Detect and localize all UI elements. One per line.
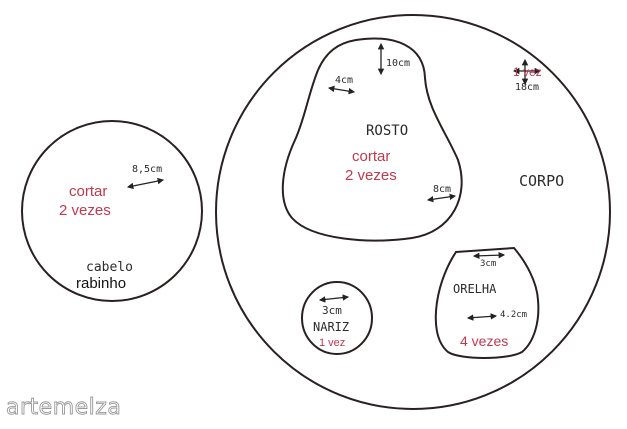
hair-cut-line2: 2 vezes <box>59 202 111 219</box>
hair-measure-arrow <box>126 177 165 190</box>
face-cut-line2: 2 vezes <box>345 167 397 184</box>
body-label: CORPO <box>519 172 564 190</box>
nose-circle-outline <box>301 281 373 355</box>
face-height-label: 10cm <box>386 58 410 69</box>
hair-circle-outline <box>21 120 203 302</box>
face-cut-line1: cortar <box>352 148 390 165</box>
ear-top-arrow <box>472 251 506 260</box>
hair-cut-line1: cortar <box>69 183 107 200</box>
face-label: ROSTO <box>366 123 408 139</box>
face-outline <box>281 37 463 242</box>
nose-cut-count: 1 vez <box>319 337 345 349</box>
body-cut-count: 1 vez <box>513 65 542 79</box>
hair-measure-label: 8,5cm <box>132 164 162 175</box>
hair-name-line2: rabinho <box>76 275 126 292</box>
ear-side-arrow <box>466 313 498 321</box>
face-side-label: 8cm <box>433 184 451 195</box>
body-pattern-piece: CORPO 1 vez 18cm <box>215 14 611 410</box>
nose-measure-label: 3cm <box>322 304 342 317</box>
nose-pattern-piece: 3cm NARIZ 1 vez <box>301 281 373 355</box>
ear-pattern-piece: 3cm ORELHA 4.2cm 4 vezes <box>434 246 540 359</box>
hair-name-line1: cabelo <box>86 260 133 275</box>
body-circle-outline <box>215 14 611 410</box>
face-side-arrow <box>426 193 457 203</box>
face-width-arrow <box>327 85 356 95</box>
nose-measure-arrow <box>318 294 350 303</box>
nose-label: NARIZ <box>313 320 349 334</box>
ear-cut-count: 4 vezes <box>460 333 508 349</box>
ear-top-label: 3cm <box>480 259 496 269</box>
ear-side-label: 4.2cm <box>500 310 527 320</box>
body-measure-label: 18cm <box>515 82 539 93</box>
ear-label: ORELHA <box>453 282 497 296</box>
ear-outline <box>434 246 540 359</box>
face-width-label: 4cm <box>335 75 353 86</box>
hair-pattern-piece: 8,5cm cortar 2 vezes cabelo rabinho <box>21 120 203 302</box>
face-pattern-piece: 10cm 4cm ROSTO cortar 2 vezes 8cm <box>281 37 463 242</box>
watermark-text: artemelza <box>6 395 121 420</box>
